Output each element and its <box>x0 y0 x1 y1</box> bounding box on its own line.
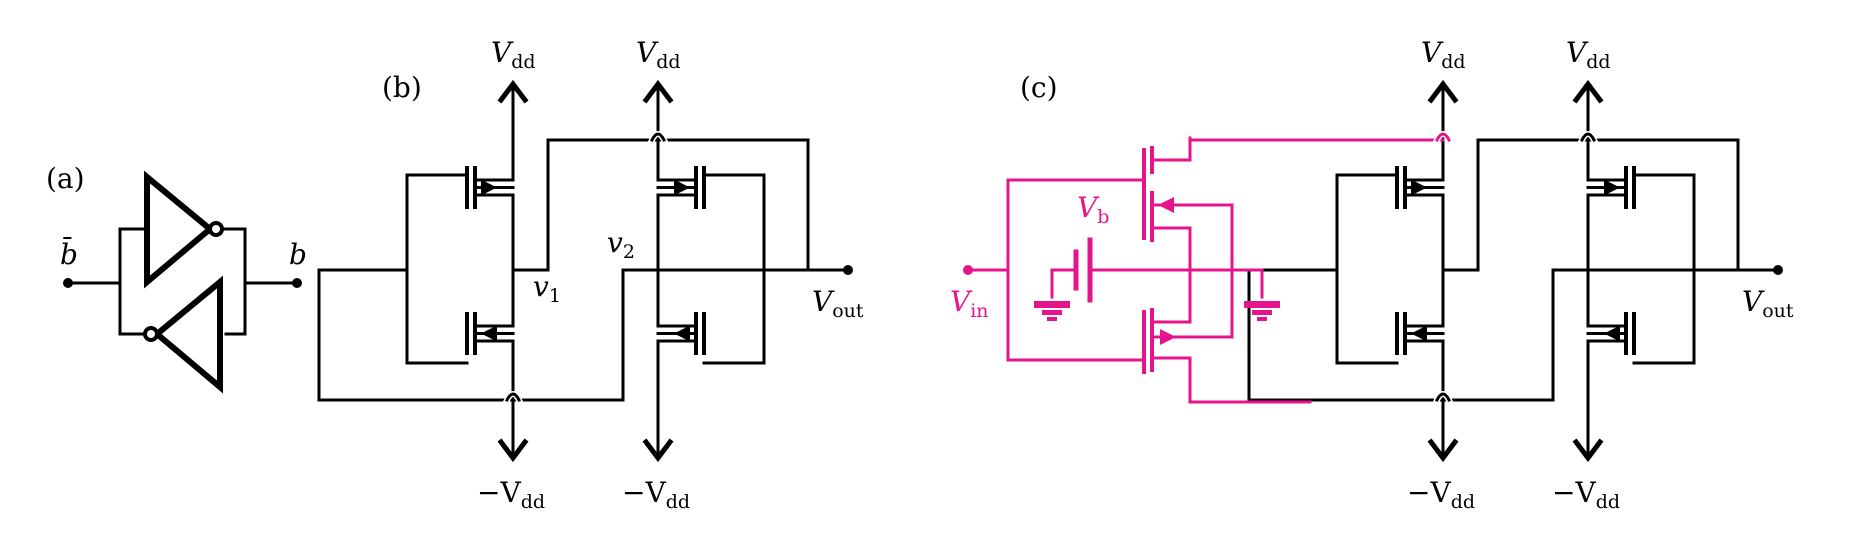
neg-vdd-label-c2: −Vdd <box>1552 476 1620 513</box>
panel-c-feedback-top <box>1441 138 1740 272</box>
panel-a-tag: (a) <box>46 162 85 195</box>
panel-b-inv1-gate <box>405 173 469 365</box>
vdd-arrow <box>497 79 529 104</box>
input-b-bar-label: b̄ <box>60 236 78 271</box>
neg-vdd-arrow <box>497 438 529 463</box>
neg-vdd-label-b1: −Vdd <box>477 476 545 513</box>
vdd-label-c2: Vdd <box>1566 36 1611 73</box>
circuit-solids <box>63 179 1783 345</box>
circuit-wiring <box>68 79 1780 463</box>
panel-b-tag: (b) <box>382 71 422 104</box>
panel-b-nmos-2-arrow <box>674 325 690 342</box>
panel-c-inv1-gate <box>1335 173 1399 365</box>
ground-icon <box>1244 301 1280 308</box>
left-loop-wire <box>118 227 149 336</box>
input-b-bar-dot <box>63 278 73 288</box>
output-b-label: b <box>289 238 307 271</box>
panel-b-feedback-bottom <box>317 268 660 402</box>
inverter-backward-bubble <box>143 326 159 342</box>
node-v2-label: v2 <box>607 226 635 263</box>
pk-body-link <box>1178 203 1234 339</box>
neg-vdd-label-b2: −Vdd <box>622 476 690 513</box>
panel-c-nmos-1-arrow <box>1411 325 1427 342</box>
ground-icon <box>1042 310 1062 315</box>
panel-c-vout-dot <box>1773 265 1783 275</box>
pk-top-rail <box>1188 136 1445 142</box>
panel-b-feedback-top <box>511 138 810 272</box>
vdd-arrow <box>1427 79 1459 104</box>
panel-c-hop-top <box>1579 132 1597 143</box>
vin-wire-bottom <box>1006 268 1146 362</box>
vdd-arrow <box>1572 79 1604 104</box>
ground-icon <box>1034 301 1070 308</box>
panel-b-pmos-2-arrow <box>674 179 690 196</box>
ground-icon <box>1257 317 1267 321</box>
pk-hop <box>1434 132 1452 143</box>
panel-b-hop-top <box>649 132 667 143</box>
panel-c-nmos-2-arrow <box>1604 325 1620 342</box>
vdd-label-b2: Vdd <box>636 36 681 73</box>
pk-bot-arrow <box>1160 329 1176 345</box>
panel-c-tag: (c) <box>1020 71 1058 104</box>
panel-c-feedback-bottom <box>1247 268 1590 402</box>
pk-top-arrow <box>1158 197 1174 213</box>
neg-vdd-arrow <box>1572 438 1604 463</box>
inverter-forward-bubble <box>208 221 224 237</box>
vb-ground-stub <box>1050 268 1078 299</box>
ground-icon <box>1047 317 1057 321</box>
node-v1-label: v1 <box>533 270 561 307</box>
vout-label-b: Vout <box>812 285 864 322</box>
vin-wire-top <box>966 178 1146 272</box>
output-b-dot <box>292 278 302 288</box>
panel-b-nmos-1-arrow <box>481 325 497 342</box>
inverter-backward <box>152 275 223 394</box>
panel-c-pmos-2-arrow <box>1604 179 1620 196</box>
vdd-label-b1: Vdd <box>491 36 536 73</box>
neg-vdd-label-c1: −Vdd <box>1407 476 1475 513</box>
panel-b-vout-dot <box>843 265 853 275</box>
pk-bot-rail <box>1150 356 1312 404</box>
panel-c-pmos-1-arrow <box>1411 179 1427 196</box>
right-loop-wire <box>220 227 247 336</box>
panel-b-hop-bottom <box>504 392 522 403</box>
vdd-arrow <box>642 79 674 104</box>
vin-label: Vin <box>950 285 989 322</box>
panel-c-hop-bottom <box>1434 392 1452 403</box>
vin-dot <box>963 265 973 275</box>
vout-label-c: Vout <box>1742 285 1794 322</box>
neg-vdd-arrow <box>642 438 674 463</box>
inverter-forward <box>144 170 215 289</box>
vdd-label-c1: Vdd <box>1421 36 1466 73</box>
ground-icon <box>1252 310 1272 315</box>
vb-label: Vb <box>1077 191 1109 228</box>
neg-vdd-arrow <box>1427 438 1459 463</box>
panel-b-pmos-1-arrow <box>481 179 497 196</box>
